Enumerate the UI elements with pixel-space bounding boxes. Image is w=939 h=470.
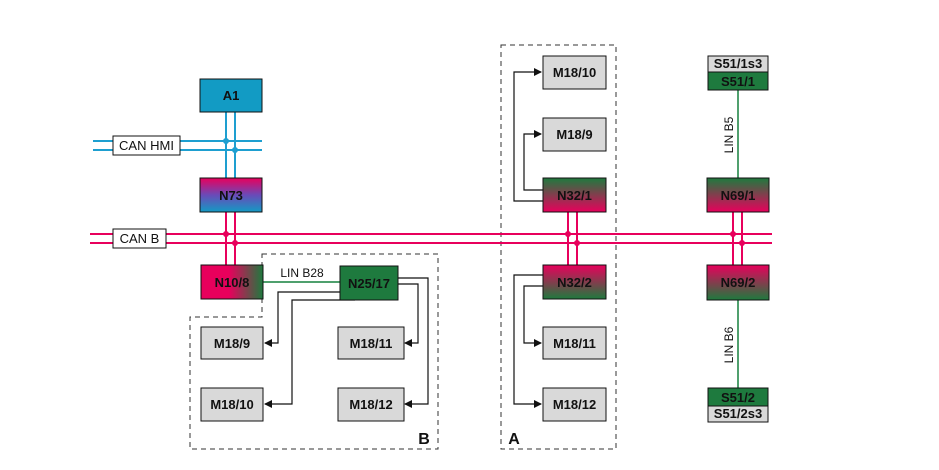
node-n10-8[interactable]: N10/8: [200, 264, 264, 300]
can-hmi-label: CAN HMI: [119, 138, 174, 153]
actuator-a-m18-11-label: M18/11: [553, 336, 596, 351]
node-n73[interactable]: N73: [199, 177, 263, 213]
lin-b28-label: LIN B28: [280, 266, 324, 280]
node-n25-17-label: N25/17: [348, 276, 390, 291]
actuator-a-m18-12-label: M18/12: [553, 397, 596, 412]
area-a-wiring: [513, 68, 543, 408]
switch-s51-1-label: S51/1: [721, 74, 755, 89]
node-a1[interactable]: A1: [199, 78, 263, 113]
switch-s51-1s3[interactable]: S51/1s3: [707, 55, 769, 73]
actuator-b-m18-9-label: M18/9: [214, 336, 250, 351]
actuator-b-m18-12[interactable]: M18/12: [337, 387, 405, 422]
switch-s51-2s3-label: S51/2s3: [714, 406, 762, 421]
actuator-a-m18-9[interactable]: M18/9: [542, 117, 607, 152]
node-n32-2-label: N32/2: [557, 275, 592, 290]
lin-b5-label: LIN B5: [722, 116, 736, 153]
node-n32-1-label: N32/1: [557, 188, 592, 203]
actuator-b-m18-10[interactable]: M18/10: [200, 387, 264, 422]
lin-b6-label: LIN B6: [722, 326, 736, 363]
actuator-a-m18-11[interactable]: M18/11: [542, 326, 607, 360]
actuator-a-m18-9-label: M18/9: [556, 127, 592, 142]
actuator-b-m18-9[interactable]: M18/9: [200, 326, 264, 360]
can-hmi-label-box: [112, 135, 181, 156]
switch-s51-2-label: S51/2: [721, 390, 755, 405]
area-b-wiring: [264, 277, 429, 408]
node-n25-17[interactable]: N25/17: [339, 265, 399, 301]
area-a-border: [500, 44, 617, 450]
switch-s51-1[interactable]: S51/1: [707, 71, 769, 91]
area-b-border: [189, 253, 439, 450]
actuator-b-m18-11[interactable]: M18/11: [337, 326, 405, 360]
node-n32-1[interactable]: N32/1: [542, 177, 607, 213]
can-b-label-box: [112, 228, 167, 249]
node-n69-2[interactable]: N69/2: [706, 264, 770, 301]
actuator-a-m18-10[interactable]: M18/10: [542, 55, 607, 90]
actuator-a-m18-12[interactable]: M18/12: [542, 387, 607, 422]
node-a1-label: A1: [223, 88, 240, 103]
lin-lines: [263, 90, 739, 388]
actuator-b-m18-10-label: M18/10: [210, 397, 253, 412]
actuator-b-m18-11-label: M18/11: [350, 336, 393, 351]
node-n73-label: N73: [219, 188, 243, 203]
node-n32-2[interactable]: N32/2: [542, 264, 607, 300]
switch-s51-2s3[interactable]: S51/2s3: [707, 405, 769, 423]
node-n10-8-label: N10/8: [215, 275, 250, 290]
switch-s51-1s3-label: S51/1s3: [714, 56, 762, 71]
switch-s51-2[interactable]: S51/2: [707, 387, 769, 407]
node-n69-1-label: N69/1: [721, 188, 756, 203]
node-n69-1[interactable]: N69/1: [706, 177, 770, 213]
can-b-label: CAN B: [120, 231, 160, 246]
node-n69-2-label: N69/2: [721, 275, 756, 290]
actuator-b-m18-12-label: M18/12: [349, 397, 392, 412]
can-hmi-junctions: [223, 138, 238, 153]
can-b-junctions: [223, 231, 745, 246]
area-a-label: A: [508, 431, 520, 448]
can-b-bus: [90, 212, 772, 265]
actuator-a-m18-10-label: M18/10: [553, 65, 596, 80]
area-b-label: B: [418, 431, 430, 448]
